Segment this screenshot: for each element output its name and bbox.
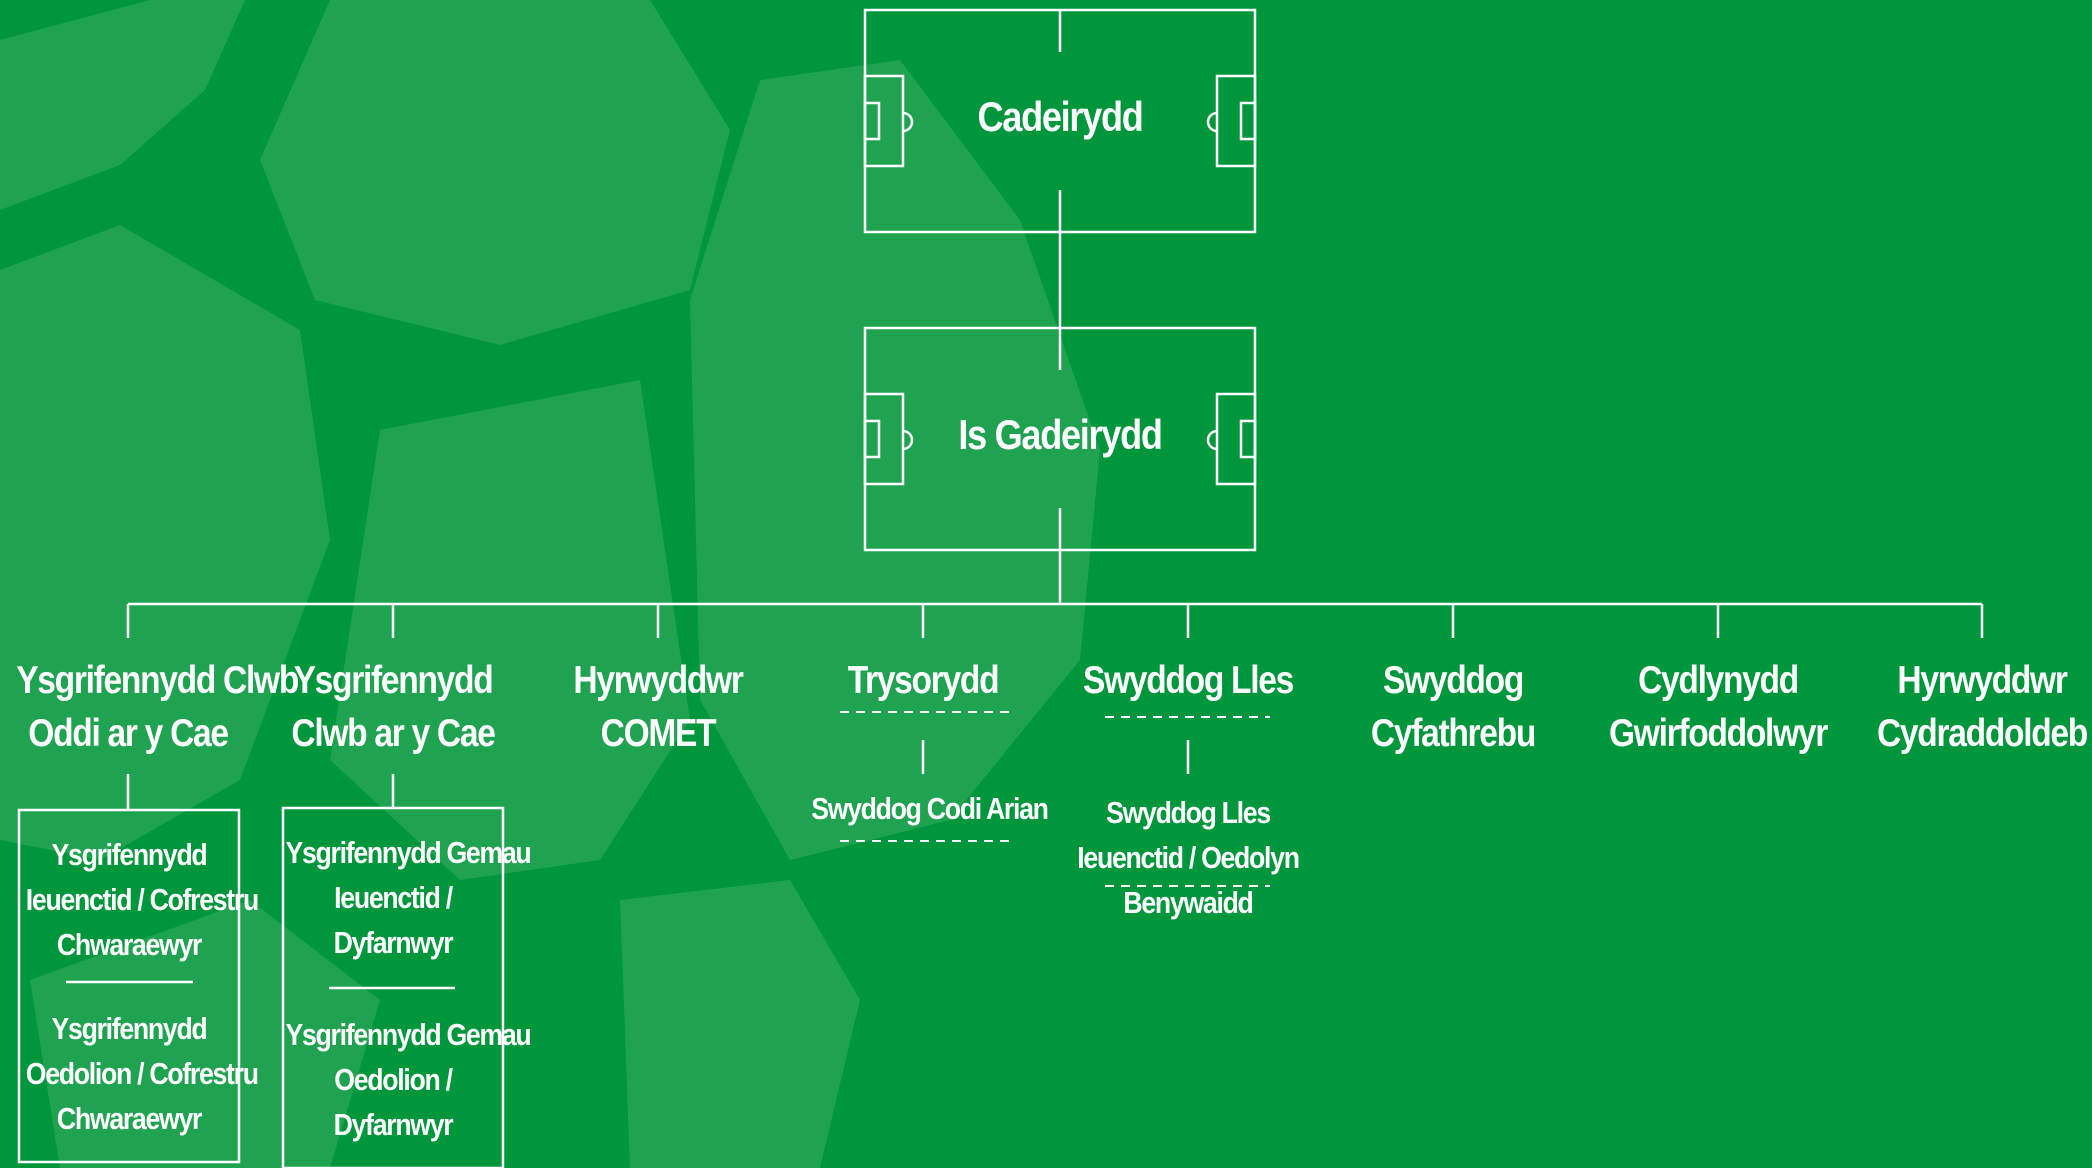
fundraising-officer-label: Swyddog Codi Arian <box>811 791 1049 826</box>
ball-panel <box>260 0 730 345</box>
youth-registration-secretary-label: Ysgrifennydd Ieuenctid / Cofrestru Chwar… <box>25 837 259 962</box>
on-field-sub-box <box>281 806 505 1168</box>
ball-panel <box>330 380 690 880</box>
role-welfare-officer: Swyddog Lles <box>1082 659 1294 702</box>
chair-label: Cadeirydd <box>977 93 1143 140</box>
youth-match-secretary-label: Ysgrifennydd Gemau Ieuenctid / Dyfarnwyr <box>285 835 532 960</box>
vice-chair-label: Is Gadeirydd <box>958 411 1163 458</box>
ball-panel <box>30 900 380 1168</box>
ball-panel <box>690 60 1100 860</box>
youth-adult-female-welfare-label: Swyddog Lles Ieuenctid / Oedolyn Benywai… <box>1077 795 1300 920</box>
role-treasurer: Trysorydd <box>847 659 1000 702</box>
ball-panel <box>620 880 860 1168</box>
off-field-sub-box <box>17 808 241 1164</box>
adult-registration-secretary-label: Ysgrifennydd Oedolion / Cofrestru Chwara… <box>25 1011 259 1136</box>
ball-panel <box>0 0 245 210</box>
ball-panel <box>0 225 330 860</box>
adult-match-secretary-label: Ysgrifennydd Gemau Oedolion / Dyfarnwyr <box>285 1017 532 1142</box>
